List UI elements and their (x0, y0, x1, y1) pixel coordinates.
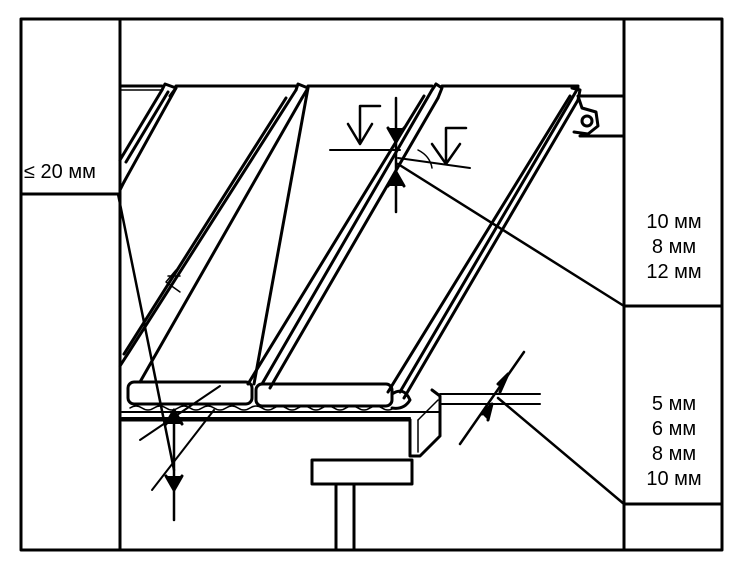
thickness-dimension-top (329, 96, 471, 214)
bottom-boards (126, 380, 412, 410)
gap-label-group: 5 мм 6 мм 8 мм 10 мм (626, 392, 722, 492)
gap-label: 10 мм (646, 468, 702, 490)
panel-2 (246, 82, 444, 390)
panel-3 (386, 86, 582, 400)
upper-edge (118, 84, 626, 138)
gap-dimension-left (116, 192, 221, 522)
gap-label: 6 мм (651, 418, 697, 440)
gap-dimension-right (439, 350, 541, 446)
panel-1 (118, 82, 310, 384)
thickness-label-group: 10 мм 8 мм 12 мм (626, 210, 722, 285)
thickness-label: 12 мм (646, 261, 702, 283)
gap-label: 5 мм (651, 393, 697, 415)
gap-limit-label: ≤ 20 мм (24, 161, 96, 183)
beam-profile (120, 388, 442, 552)
thickness-label: 8 мм (651, 236, 697, 258)
outer-frame (19, 17, 724, 552)
wall-bracket (572, 94, 600, 136)
leader-lines (396, 162, 626, 506)
gap-label: 8 мм (651, 443, 697, 465)
thickness-label: 10 мм (646, 211, 702, 233)
